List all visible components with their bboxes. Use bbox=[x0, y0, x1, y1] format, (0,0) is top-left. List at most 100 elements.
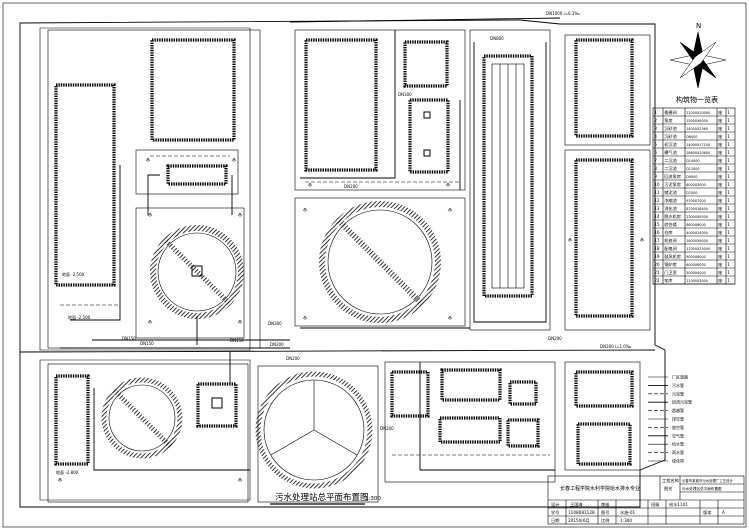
table-cell-no: 17 bbox=[654, 238, 660, 243]
table-cell-unit: 座 bbox=[718, 237, 722, 244]
table-cell-qty: 1 bbox=[727, 238, 730, 243]
zone-upper-middle: DN300 DN200 bbox=[294, 29, 466, 191]
building-lower-b bbox=[440, 368, 502, 402]
pipe-label-top-mid: DN800 bbox=[490, 36, 504, 41]
zone-aeration: DN800 DN200 bbox=[469, 29, 562, 341]
pipe-label-lower-a: DN200 bbox=[286, 356, 300, 361]
title-block-student-label: 学号 bbox=[551, 509, 559, 516]
table-cell-size: 3000X4000 bbox=[686, 271, 706, 275]
legend-item: 回流污泥管 bbox=[672, 399, 692, 405]
pipe-label-mid-b: DN200 bbox=[270, 342, 284, 347]
title-block-date-label: 日期 bbox=[551, 518, 559, 524]
title-block-class: 给水1101 bbox=[669, 501, 688, 508]
title-block-design-label: 设计 bbox=[551, 501, 559, 508]
table-cell-size: 27000X3000 bbox=[686, 279, 708, 283]
table-cell-qty: 1 bbox=[727, 182, 730, 187]
table-cell-unit: 座 bbox=[718, 141, 722, 148]
table-cell-unit: 座 bbox=[718, 277, 722, 284]
title-block: 长春工程学院水利学院给水排水专业 工程名称 长春市某城市污水处理厂工艺设计 图名… bbox=[547, 475, 745, 525]
table-cell-size: 15000X9000 bbox=[686, 119, 708, 123]
table-cell-unit: 座 bbox=[718, 181, 722, 188]
table-cell-no: 18 bbox=[654, 246, 660, 251]
clarifier-main bbox=[319, 201, 441, 323]
pool-middle-square bbox=[304, 38, 378, 172]
table-cell-name: 门卫室 bbox=[664, 269, 677, 276]
zone-lower-right bbox=[384, 361, 641, 483]
table-cell-qty: 1 bbox=[727, 246, 730, 251]
title-block-sheet-label: 图号 bbox=[601, 510, 609, 516]
table-cell-no: 2 bbox=[654, 118, 657, 123]
tank-middle-center bbox=[408, 98, 450, 174]
table-cell-qty: 1 bbox=[727, 142, 730, 147]
legend-item: 污泥管 bbox=[672, 390, 684, 396]
building-lower-a bbox=[390, 370, 430, 418]
table-cell-unit: 座 bbox=[718, 189, 722, 196]
table-cell-qty: 1 bbox=[727, 198, 730, 203]
table-cell-name: 综合楼 bbox=[664, 221, 677, 228]
table-cell-size: 8600X8000 bbox=[686, 223, 706, 227]
tank-middle-top bbox=[403, 40, 449, 88]
table-cell-unit: 座 bbox=[718, 269, 722, 276]
north-arrow-label: N bbox=[696, 22, 701, 30]
table-cell-no: 8 bbox=[654, 166, 657, 171]
pipe-label-upper-mid2: DN200 bbox=[344, 184, 358, 189]
legend-item: 雨水管 bbox=[672, 449, 684, 455]
table-cell-no: 12 bbox=[654, 198, 660, 203]
table-cell-name: 脱水机房 bbox=[664, 213, 681, 220]
title-block-version: A bbox=[722, 510, 725, 515]
table-cell-no: 22 bbox=[654, 278, 660, 283]
table-cell-size: D9000 bbox=[686, 175, 697, 179]
table-cell-size: 4000X24000 bbox=[686, 231, 708, 235]
zone-right-column bbox=[564, 34, 651, 331]
table-cell-no: 7 bbox=[654, 158, 657, 163]
building-lower-d bbox=[506, 418, 540, 448]
legend-item: 超越管 bbox=[672, 407, 684, 413]
title-block-check-label: 审核 bbox=[601, 501, 610, 508]
table-cell-no: 13 bbox=[654, 206, 660, 211]
table-cell-qty: 1 bbox=[727, 214, 730, 219]
table-cell-qty: 1 bbox=[727, 206, 730, 211]
title-block-project-label: 工程名称 bbox=[662, 477, 679, 484]
title-block-date: 2015年6月 bbox=[568, 517, 590, 524]
site-road-outer bbox=[39, 27, 251, 501]
legend-item: 厂区道路 bbox=[672, 374, 688, 380]
building-lower-right bbox=[574, 370, 634, 408]
tank-lower-left bbox=[54, 374, 90, 466]
table-cell-name: 污泥泵房 bbox=[664, 181, 681, 188]
pool-upper-square bbox=[150, 38, 236, 142]
table-cell-name: 车库 bbox=[664, 277, 672, 284]
table-cell-size: 28600X20600 bbox=[686, 151, 710, 155]
drawing-scale: 1:300 bbox=[365, 496, 381, 502]
table-cell-name: 机修间 bbox=[664, 237, 677, 244]
zone-upper-left: DN150 DN150 地面 -2.500 地面 -2.500 bbox=[47, 29, 290, 349]
table-cell-name: 沉砂池 bbox=[664, 133, 677, 140]
table-cell-size: D7000 bbox=[686, 191, 697, 195]
table-cell-name: 配电间 bbox=[664, 245, 677, 252]
structures-table-title: 构筑物一览表 bbox=[676, 95, 718, 104]
table-cell-unit: 座 bbox=[718, 253, 722, 260]
table-cell-qty: 1 bbox=[727, 278, 730, 283]
table-cell-size: 14000X17100 bbox=[686, 143, 710, 147]
title-block-drawing-label: 图名 bbox=[664, 485, 672, 492]
table-cell-no: 16 bbox=[654, 230, 660, 235]
table-cell-size: 16000X9000 bbox=[686, 239, 708, 243]
legend-item: 污水管 bbox=[672, 382, 684, 388]
zone-middle-circle: DN300 bbox=[268, 197, 470, 329]
legend-item: 排空管 bbox=[672, 416, 684, 422]
table-cell-no: 4 bbox=[654, 134, 657, 139]
zone-lower-middle: DN200 DN200 bbox=[255, 356, 394, 503]
elev-label-left: 地面 -2.500 bbox=[68, 314, 91, 320]
table-cell-no: 9 bbox=[654, 174, 657, 179]
table-cell-unit: 座 bbox=[718, 205, 722, 212]
table-cell-name: 沉砂池 bbox=[664, 125, 677, 132]
table-cell-size: 23000X9500 bbox=[686, 215, 708, 219]
table-cell-size: 6000X3000 bbox=[686, 183, 706, 187]
table-cell-unit: 座 bbox=[718, 133, 722, 140]
north-arrow: N bbox=[669, 22, 727, 89]
table-cell-qty: 1 bbox=[727, 262, 730, 267]
table-cell-no: 6 bbox=[654, 150, 657, 155]
table-cell-qty: 1 bbox=[727, 254, 730, 259]
table-cell-no: 15 bbox=[654, 222, 660, 227]
title-block-version-label: 版本 bbox=[703, 509, 712, 516]
table-cell-unit: 座 bbox=[718, 109, 722, 116]
